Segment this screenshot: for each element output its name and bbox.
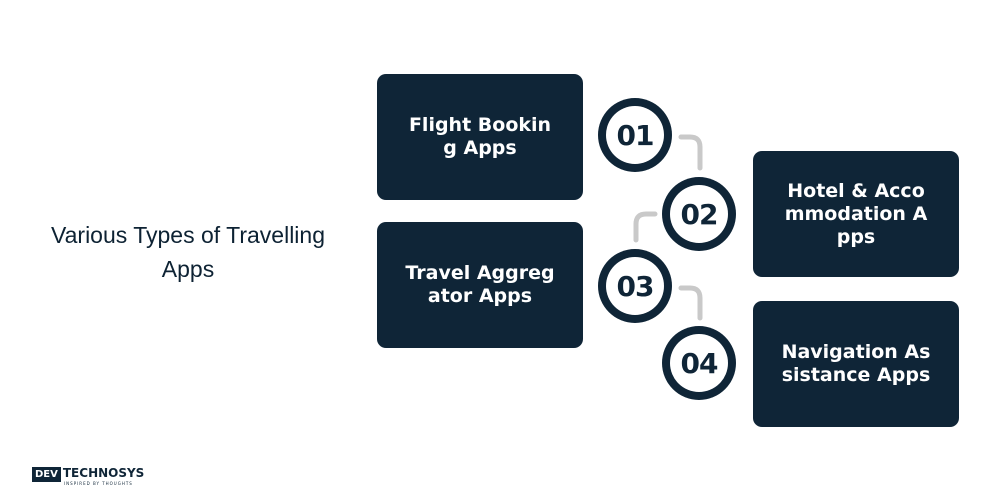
step-badge-01: 01 xyxy=(598,98,672,172)
connector-03-04 xyxy=(678,285,703,321)
step-number-04: 04 xyxy=(670,334,728,392)
title-line-1: Various Types of Travelling xyxy=(50,222,325,248)
step-number-02: 02 xyxy=(670,185,728,243)
connector-02-03 xyxy=(633,211,658,243)
card-navigation-assistance: Navigation Assistance Apps xyxy=(753,301,959,427)
company-logo: DEV TECHNOSYS INSPIRED BY THOUGHTS xyxy=(32,467,144,487)
step-badge-03: 03 xyxy=(598,249,672,323)
step-badge-02: 02 xyxy=(662,177,736,251)
step-number-03: 03 xyxy=(606,257,664,315)
card-label-03: Travel Aggregator Apps xyxy=(405,262,555,307)
step-badge-04: 04 xyxy=(662,326,736,400)
logo-name: TECHNOSYS xyxy=(62,466,145,480)
card-label-02: Hotel & Accommodation Apps xyxy=(784,179,928,248)
logo-mark: DEV xyxy=(32,467,61,482)
card-travel-aggregator: Travel Aggregator Apps xyxy=(377,222,583,348)
title-line-2: Apps xyxy=(161,256,215,282)
diagram-title: Various Types of Travelling Apps xyxy=(18,218,358,286)
logo-tagline: INSPIRED BY THOUGHTS xyxy=(64,481,133,486)
step-number-01: 01 xyxy=(606,106,664,164)
card-label-04: Navigation Assistance Apps xyxy=(781,341,931,386)
connector-01-02 xyxy=(678,134,703,171)
card-flight-booking: Flight Booking Apps xyxy=(377,74,583,200)
card-hotel-accommodation: Hotel & Accommodation Apps xyxy=(753,151,959,277)
card-label-01: Flight Booking Apps xyxy=(408,114,552,159)
